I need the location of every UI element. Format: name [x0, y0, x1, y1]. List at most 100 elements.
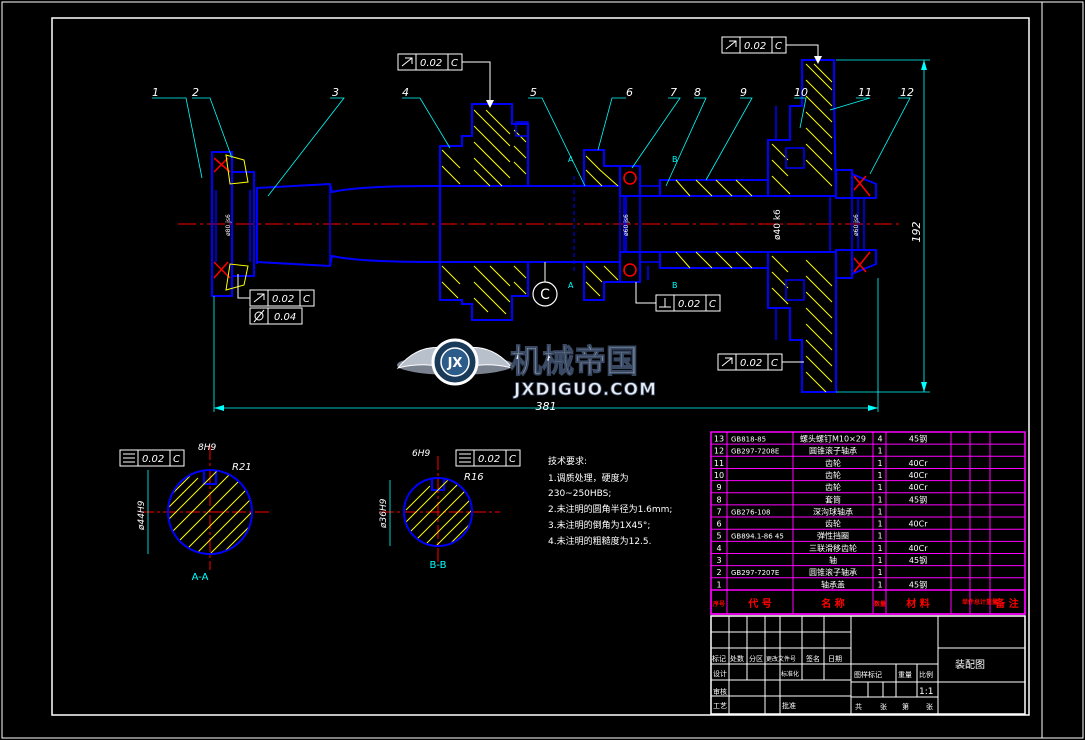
tolerance-value: 0.02 — [744, 41, 766, 52]
bom-header-no: 序号 — [712, 600, 725, 608]
watermark-subtitle: JXDIGUO.COM — [513, 380, 657, 400]
tb-process: 工艺 — [713, 702, 727, 710]
bom-cell-no: 1 — [716, 580, 721, 589]
dim-keyway-width: 8H9 — [198, 443, 216, 453]
part-label-1: 1 — [152, 86, 159, 99]
section-markers: A A B B — [568, 155, 678, 290]
part-label-7: 7 — [670, 86, 677, 99]
dim-diameter: ø44H9 — [137, 500, 147, 531]
bom-cell-material: 45钢 — [909, 494, 927, 504]
tolerance-value: 0.02 — [272, 294, 294, 305]
title-block: 标记 处数 分区 更改文件号 签名 日期 设计 标准化 审核 工艺 批准 图样标… — [710, 615, 1026, 715]
tb-weight: 重量 — [898, 671, 912, 679]
bom-cell-qty: 1 — [877, 568, 882, 577]
bom-header-weight: 单件总计重量 — [962, 598, 998, 606]
tolerance-value: 0.04 — [274, 312, 296, 323]
part-label-4: 4 — [402, 86, 409, 99]
bom-cell-name: 齿轮 — [825, 470, 841, 480]
datum-c-marker: C — [532, 262, 558, 307]
bom-cell-material: 45钢 — [909, 555, 927, 565]
bom-cell-name: 轴承盖 — [821, 579, 845, 589]
tolerance-datum: C — [173, 454, 180, 465]
bom-cell-name: 齿轮 — [825, 482, 841, 492]
tb-stage-mark: 图样标记 — [854, 670, 882, 679]
tb-review: 审核 — [713, 687, 727, 696]
title-block-labels: 标记 处数 分区 更改文件号 签名 日期 设计 标准化 审核 工艺 批准 图样标… — [712, 654, 933, 711]
tb-approve: 批准 — [782, 701, 796, 710]
tolerance-frame-top-left: 0.02 C — [397, 53, 494, 108]
part-label-6: 6 — [626, 86, 633, 99]
dim-right-bearing: ø60 js6 — [853, 214, 860, 236]
bom-cell-name: 弹性挡圈 — [817, 531, 849, 541]
tech-note-line: 2.未注明的圆角半径为1.6mm; — [548, 503, 672, 515]
tolerance-value: 0.02 — [740, 358, 762, 369]
symmetry-icon — [459, 453, 471, 463]
tolerance-datum: C — [451, 58, 458, 69]
part-number-labels: 1 2 3 4 5 6 7 8 9 10 11 12 — [152, 86, 914, 99]
tb-mark: 标记 — [712, 654, 726, 663]
triple-sliding-gear — [439, 103, 529, 321]
assembly-main-view: 1 2 3 4 5 6 7 8 9 10 11 12 0.02 C — [152, 36, 930, 413]
bom-cell-material: 40Cr — [908, 459, 928, 468]
technical-notes: 技术要求: 1.调质处理，硬度为 230~250HBS; 2.未注明的圆角半径为… — [548, 455, 672, 547]
runout-icon — [725, 40, 737, 50]
part-leader-lines — [152, 97, 911, 197]
tb-zone: 分区 — [749, 654, 763, 663]
part-label-5: 5 — [530, 86, 537, 99]
bom-cell-qty: 4 — [877, 435, 882, 444]
tb-count: 处数 — [730, 654, 744, 663]
tech-notes-title: 技术要求: — [548, 455, 587, 467]
runout-icon — [401, 57, 413, 67]
cylindricity-icon — [253, 309, 265, 323]
bom-cell-qty: 1 — [877, 556, 882, 565]
right-bearing-12 — [835, 169, 877, 279]
bom-cell-name: 套筒 — [825, 494, 841, 504]
bom-cell-no: 9 — [716, 483, 721, 492]
dim-diameter: ø36H9 — [379, 498, 389, 529]
part-label-8: 8 — [694, 86, 701, 99]
bom-cell-qty: 1 — [877, 580, 882, 589]
tolerance-datum: C — [775, 41, 782, 52]
dim-left-bearing: ø80 js6 — [225, 214, 232, 236]
tolerance-value: 0.02 — [678, 299, 700, 310]
bearing-7 — [619, 165, 641, 283]
symmetry-icon — [123, 453, 135, 463]
bom-cell-material: 40Cr — [908, 471, 928, 480]
bom-cell-no: 5 — [716, 532, 721, 541]
sleeve-and-gear-9 — [639, 179, 769, 280]
tb-date: 日期 — [828, 655, 842, 663]
bom-cell-name: 齿轮 — [825, 519, 841, 529]
part-label-3: 3 — [332, 86, 339, 99]
bom-cell-qty: 1 — [877, 532, 882, 541]
bom-cell-no: 12 — [714, 447, 724, 456]
perpendicularity-icon — [659, 298, 671, 308]
tolerance-frame-top-right: 0.02 C — [721, 36, 822, 64]
bom-header-remark: 备 注 — [994, 597, 1018, 610]
runout-icon — [721, 357, 733, 367]
tech-note-line: 1.调质处理，硬度为 — [548, 472, 629, 484]
tolerance-value: 0.02 — [478, 454, 500, 465]
bom-cell-name: 轴 — [829, 555, 837, 565]
runout-icon — [253, 293, 265, 303]
bom-cell-qty: 1 — [877, 459, 882, 468]
part-label-12: 12 — [900, 86, 914, 99]
section-mark-a-top: A — [568, 155, 574, 164]
tech-note-line: 230~250HBS; — [548, 489, 611, 499]
bom-cell-name: 齿轮 — [825, 458, 841, 468]
bom-cell-no: 7 — [716, 507, 721, 516]
part-label-2: 2 — [192, 86, 199, 99]
bom-header-material: 材 料 — [906, 597, 929, 610]
bom-cell-no: 3 — [716, 556, 721, 565]
part-label-9: 9 — [740, 86, 747, 99]
tolerance-value: 0.02 — [142, 454, 164, 465]
tb-sign: 签名 — [806, 654, 820, 663]
bom-cell-name: 螺头螺钉M10×29 — [800, 434, 866, 444]
section-b-b: 0.02 C 6H9 R16 ø36H9 B-B — [379, 449, 521, 571]
tech-note-line: 3.未注明的倒角为1X45°; — [548, 519, 650, 531]
bom-cell-code: GB276-108 — [731, 508, 770, 516]
bom-cell-no: 6 — [716, 520, 721, 529]
bom-cell-qty: 1 — [877, 520, 882, 529]
section-a-a: 0.02 C 8H9 R21 ø44H9 A-A — [119, 443, 270, 583]
section-mark-a-bottom: A — [568, 281, 574, 290]
